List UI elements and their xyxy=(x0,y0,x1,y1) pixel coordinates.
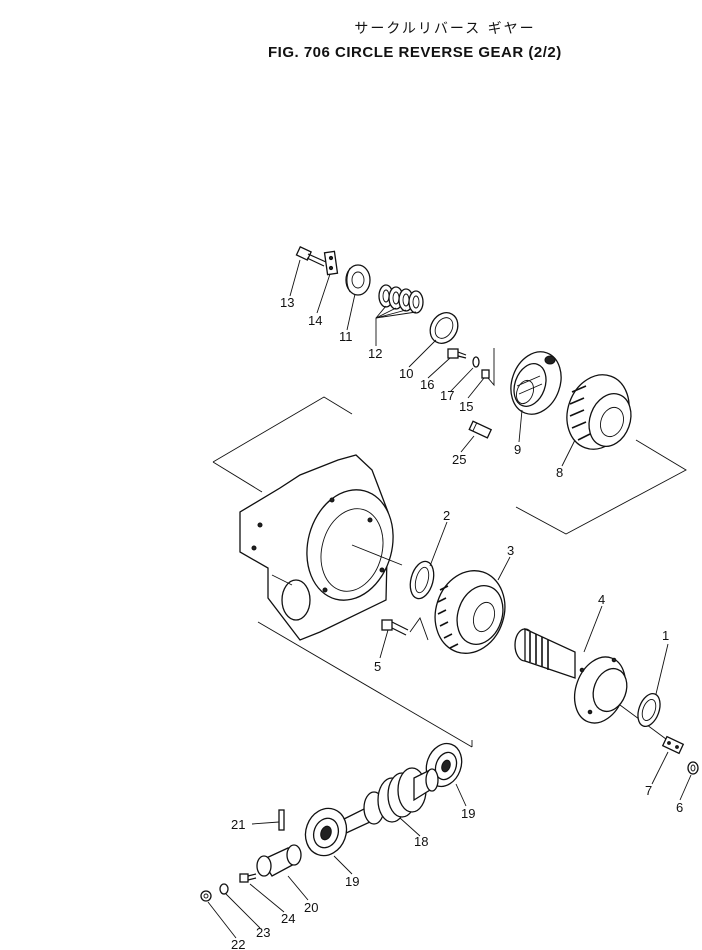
bolt-5-drawing xyxy=(381,617,429,641)
callout-4: 4 xyxy=(598,592,605,607)
plug-15-drawing xyxy=(481,369,490,379)
callout-5: 5 xyxy=(374,659,381,674)
callout-17: 17 xyxy=(440,388,454,403)
callout-8: 8 xyxy=(556,465,563,480)
pin-21-drawing xyxy=(278,809,285,831)
carrier-9-drawing xyxy=(510,351,562,415)
callout-10: 10 xyxy=(399,366,413,381)
seal-1-drawing xyxy=(637,693,661,727)
gear-3-drawing xyxy=(434,570,506,654)
cover-11-drawing xyxy=(345,264,371,296)
callout-15: 15 xyxy=(459,399,473,414)
bolt-24-drawing xyxy=(239,873,257,883)
nut-6-drawing xyxy=(687,761,699,775)
pin-25-drawing xyxy=(468,420,493,439)
callout-24: 24 xyxy=(281,911,295,926)
shaft-18-drawing xyxy=(341,767,439,835)
callout-23: 23 xyxy=(256,925,270,940)
callout-22: 22 xyxy=(231,937,245,950)
shims-12-drawing xyxy=(378,284,424,314)
bearing-19-left-drawing xyxy=(304,807,348,857)
plate-7-drawing xyxy=(661,735,685,755)
leader-lines xyxy=(207,259,692,939)
seal-10-drawing xyxy=(429,312,459,344)
callout-20: 20 xyxy=(304,900,318,915)
callout-21: 21 xyxy=(231,817,245,832)
callout-14: 14 xyxy=(308,313,322,328)
washer-17-drawing xyxy=(472,356,480,368)
washer-23-drawing xyxy=(219,883,229,895)
callout-12: 12 xyxy=(368,346,382,361)
callout-9: 9 xyxy=(514,442,521,457)
housing-drawing xyxy=(239,454,403,641)
bolt-13-drawing xyxy=(295,245,327,267)
callout-19-left: 19 xyxy=(345,874,359,889)
callout-11: 11 xyxy=(339,329,353,344)
callout-19-right: 19 xyxy=(461,806,475,821)
plate-14-drawing xyxy=(323,250,339,276)
shaft-4-drawing xyxy=(514,627,671,743)
callout-18: 18 xyxy=(414,834,428,849)
title-japanese: サークルリバース ギヤー xyxy=(354,21,536,37)
callout-6: 6 xyxy=(676,800,683,815)
title-english: FIG. 706 CIRCLE REVERSE GEAR (2/2) xyxy=(268,44,562,61)
nut-22-drawing xyxy=(200,890,212,902)
callout-13: 13 xyxy=(280,295,294,310)
seal-2-drawing xyxy=(409,560,435,600)
callout-labels: 1 2 3 4 5 6 7 8 9 10 11 12 13 14 15 16 1… xyxy=(231,295,683,950)
callout-16: 16 xyxy=(420,377,434,392)
ring-gear-8-drawing xyxy=(566,374,632,450)
sleeve-20-drawing xyxy=(256,844,302,877)
callout-1: 1 xyxy=(662,628,669,643)
callout-2: 2 xyxy=(443,508,450,523)
bolt-16-drawing xyxy=(447,348,467,359)
callout-7: 7 xyxy=(645,783,652,798)
callout-3: 3 xyxy=(507,543,514,558)
callout-25: 25 xyxy=(452,452,466,467)
